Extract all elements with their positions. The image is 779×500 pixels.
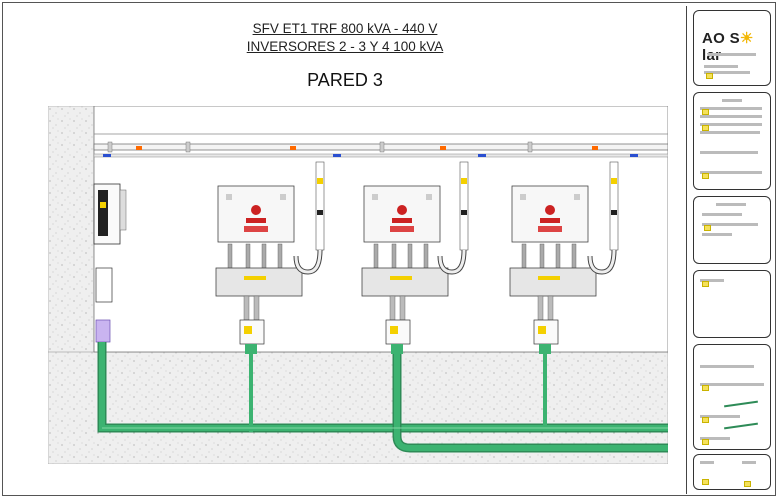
notes-box (693, 270, 771, 338)
right-title-panel: AO S☀lar (686, 6, 776, 494)
top-cable-tray (93, 141, 668, 158)
drawing-info-box (693, 196, 771, 264)
wall-label: PARED 3 (307, 70, 383, 90)
project-info-box (693, 92, 771, 190)
title-line-1: SFV ET1 TRF 800 kVA - 440 V (252, 21, 438, 36)
company-logo: AO S☀lar (702, 30, 754, 64)
inverter-1 (215, 161, 325, 354)
inverter-2 (361, 161, 469, 354)
revision-box (693, 344, 771, 450)
logo-box: AO S☀lar (693, 10, 771, 86)
underground-conduits (97, 342, 668, 453)
title-block: SFV ET1 TRF 800 kVA - 440 V INVERSORES 2… (180, 20, 510, 91)
sun-icon: ☀ (739, 30, 754, 47)
title-line-2: INVERSORES 2 - 3 Y 4 100 kVA (246, 39, 444, 54)
sheet-number-box (693, 454, 771, 490)
wall-diagram (48, 106, 668, 464)
left-electrical-panel (93, 183, 127, 343)
inverter-3 (509, 161, 619, 354)
